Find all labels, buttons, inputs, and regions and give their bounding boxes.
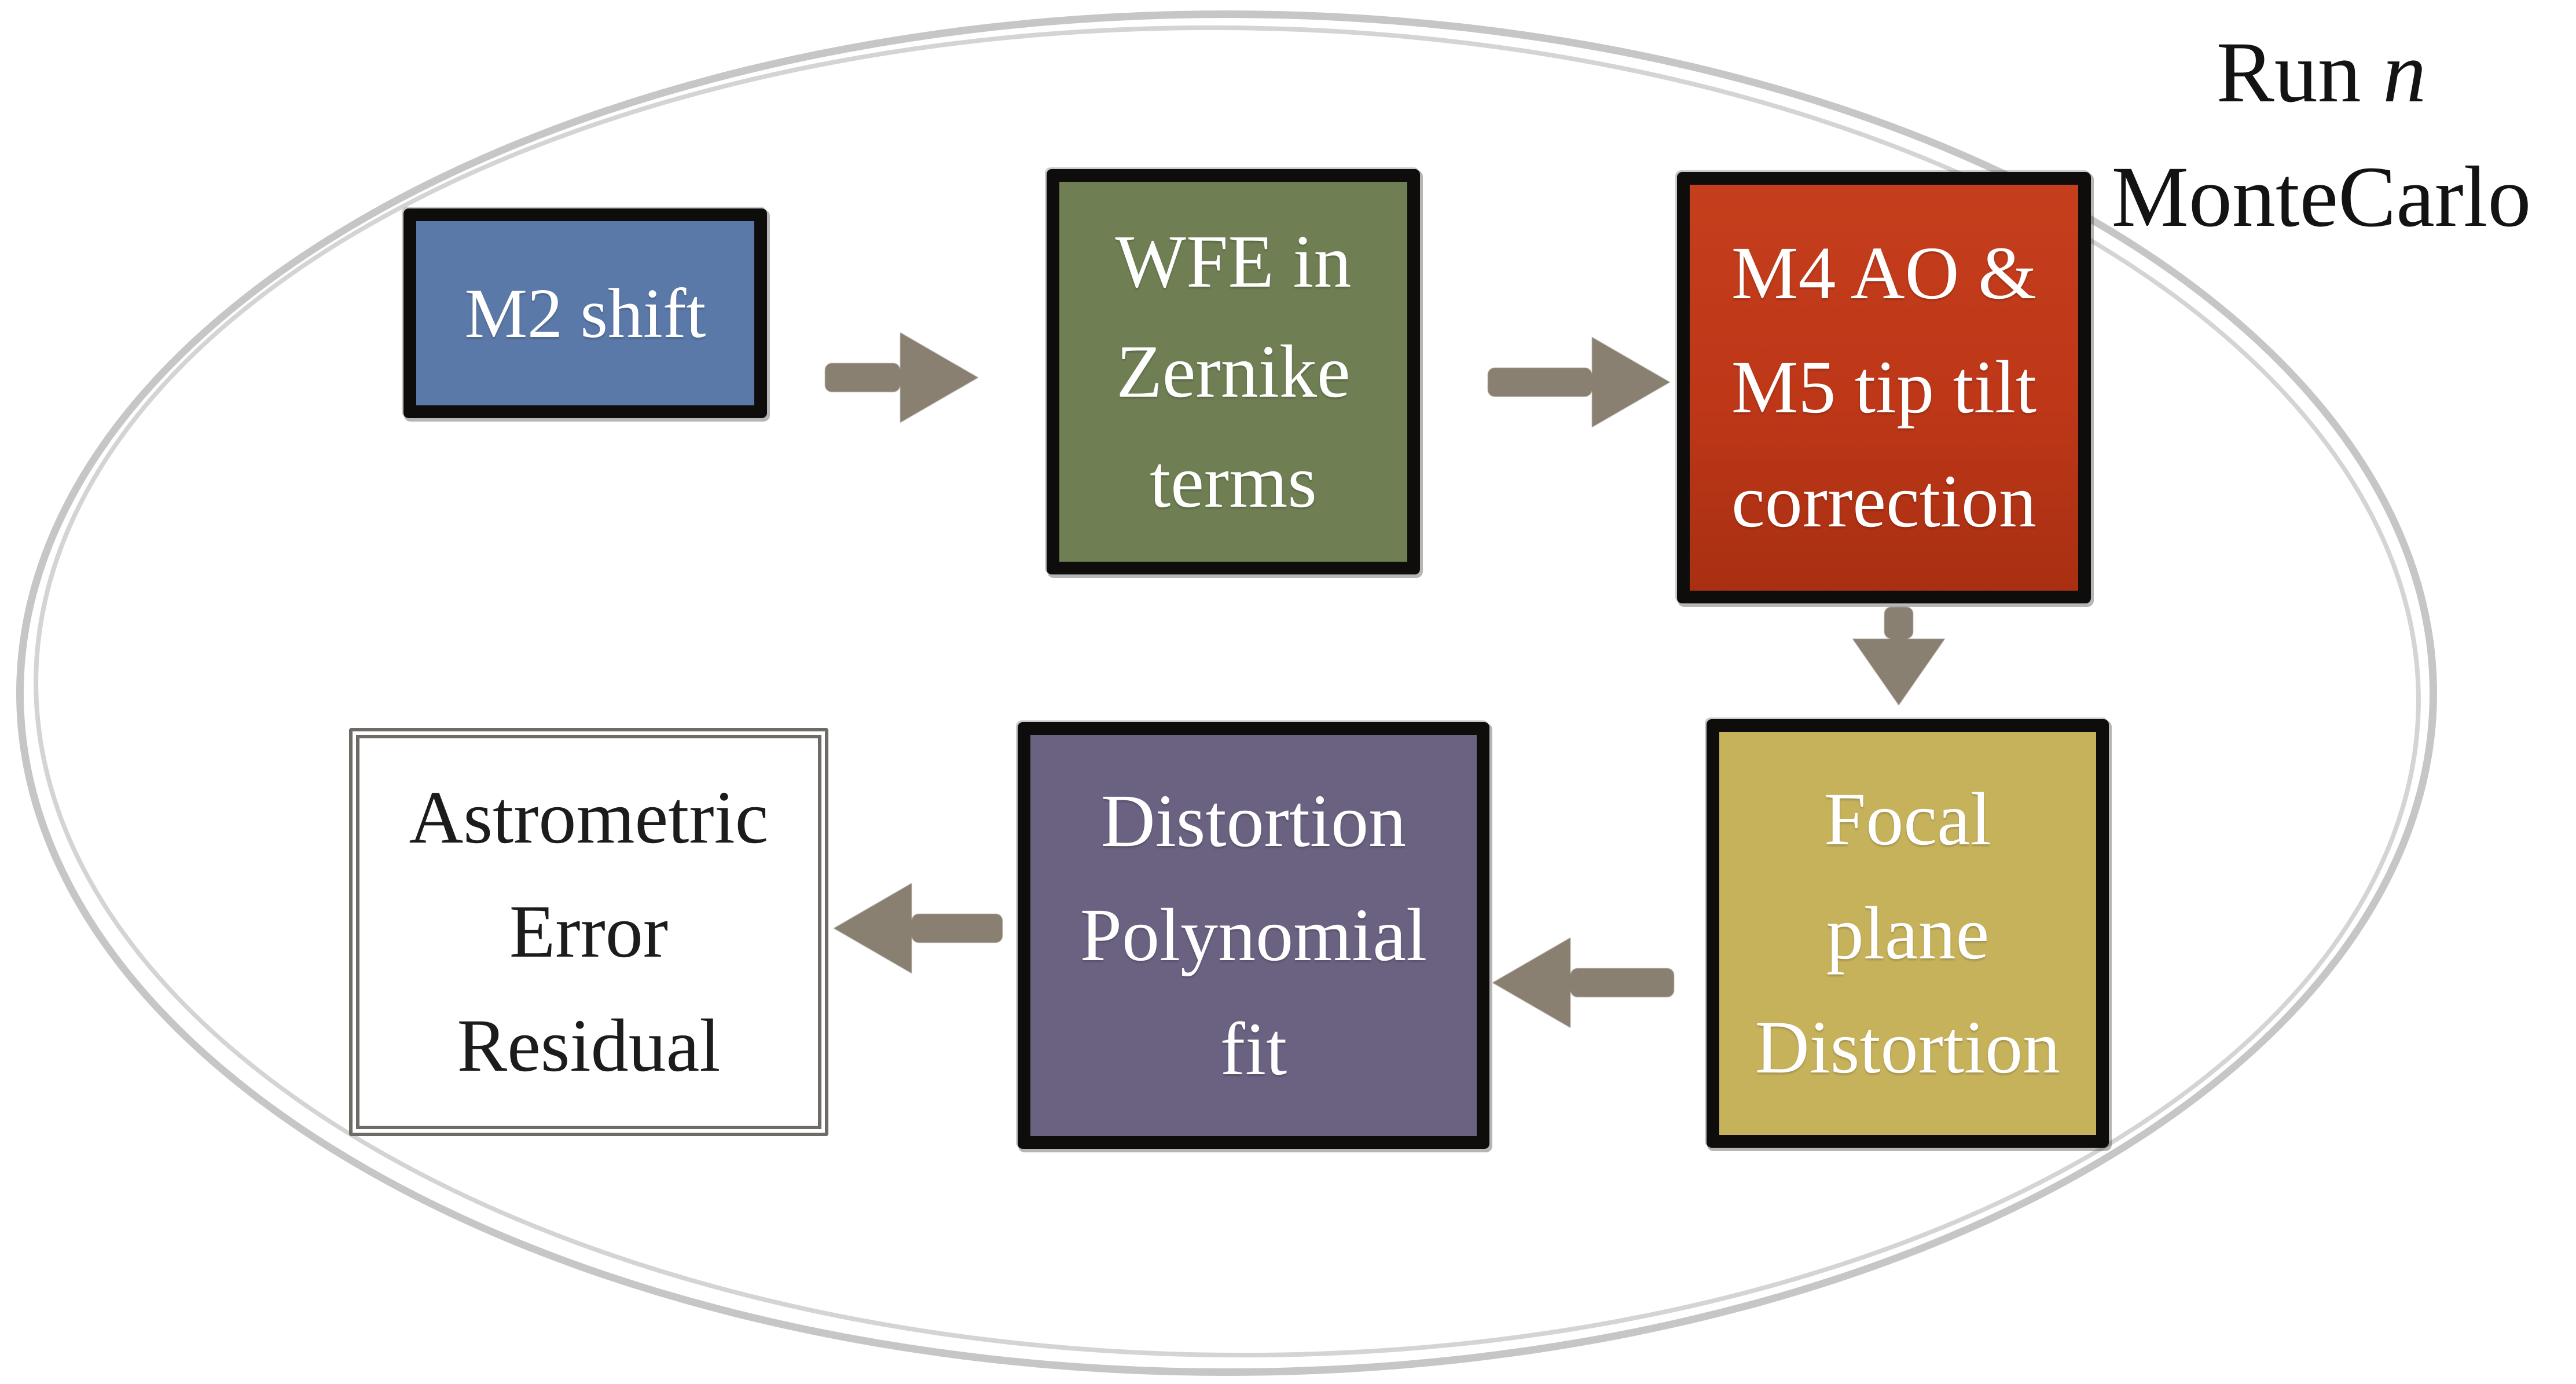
arrow-wfe-to-m4m5 bbox=[1488, 337, 1670, 427]
node-label-line: Focal bbox=[1824, 777, 1991, 861]
node-m2-shift: M2 shift bbox=[403, 208, 767, 418]
node-label-line: Residual bbox=[457, 1004, 721, 1088]
arrow-head-left-icon bbox=[1492, 938, 1570, 1028]
run-note: Run n MonteCarlo bbox=[2061, 10, 2576, 259]
node-label-line: M5 tip tilt bbox=[1731, 346, 2037, 429]
arrow-m2-to-wfe bbox=[825, 332, 978, 423]
node-label-line: Zernike bbox=[1116, 330, 1351, 413]
node-astrometric-error-residual: Astrometric Error Residual bbox=[349, 728, 828, 1136]
arrow-head-right-icon bbox=[1592, 337, 1670, 427]
arrow-m4m5-to-focal bbox=[1852, 607, 1945, 705]
arrow-poly-to-astro bbox=[834, 883, 1003, 973]
run-note-variable: n bbox=[2383, 24, 2427, 120]
arrow-focal-to-poly bbox=[1492, 938, 1674, 1028]
node-label-line: M4 AO & bbox=[1731, 232, 2037, 315]
node-label-line: terms bbox=[1150, 440, 1317, 523]
arrow-tail bbox=[1884, 607, 1913, 639]
arrow-tail bbox=[912, 914, 1003, 943]
node-label-line: correction bbox=[1731, 460, 2036, 543]
node-label-line: WFE in bbox=[1115, 220, 1352, 303]
arrow-tail bbox=[825, 363, 900, 392]
arrow-head-left-icon bbox=[834, 883, 912, 973]
run-note-line2: MonteCarlo bbox=[2111, 149, 2531, 245]
node-wfe-zernike: WFE in Zernike terms bbox=[1047, 169, 1420, 574]
node-label-line: plane bbox=[1826, 891, 1990, 975]
node-label-line: Astrometric bbox=[409, 776, 769, 859]
arrow-head-down-icon bbox=[1852, 639, 1945, 705]
node-label-line: Distortion bbox=[1755, 1005, 2061, 1089]
arrow-tail bbox=[1488, 368, 1592, 397]
node-distortion-polynomial-fit: Distortion Polynomial fit bbox=[1018, 722, 1489, 1149]
node-label-line: fit bbox=[1220, 1008, 1287, 1091]
node-focal-plane-distortion: Focal plane Distortion bbox=[1707, 719, 2109, 1148]
node-label-line: Error bbox=[509, 890, 669, 973]
node-m4-ao-m5-tip-tilt: M4 AO & M5 tip tilt correction bbox=[1677, 172, 2091, 603]
node-label-line: Distortion bbox=[1100, 779, 1407, 863]
run-note-line1: Run n bbox=[2061, 10, 2576, 135]
arrow-tail bbox=[1570, 968, 1674, 997]
arrow-head-right-icon bbox=[900, 332, 978, 423]
node-label-line: Polynomial bbox=[1080, 894, 1428, 977]
node-label-line: M2 shift bbox=[464, 274, 706, 353]
run-note-word: Run bbox=[2216, 24, 2383, 120]
